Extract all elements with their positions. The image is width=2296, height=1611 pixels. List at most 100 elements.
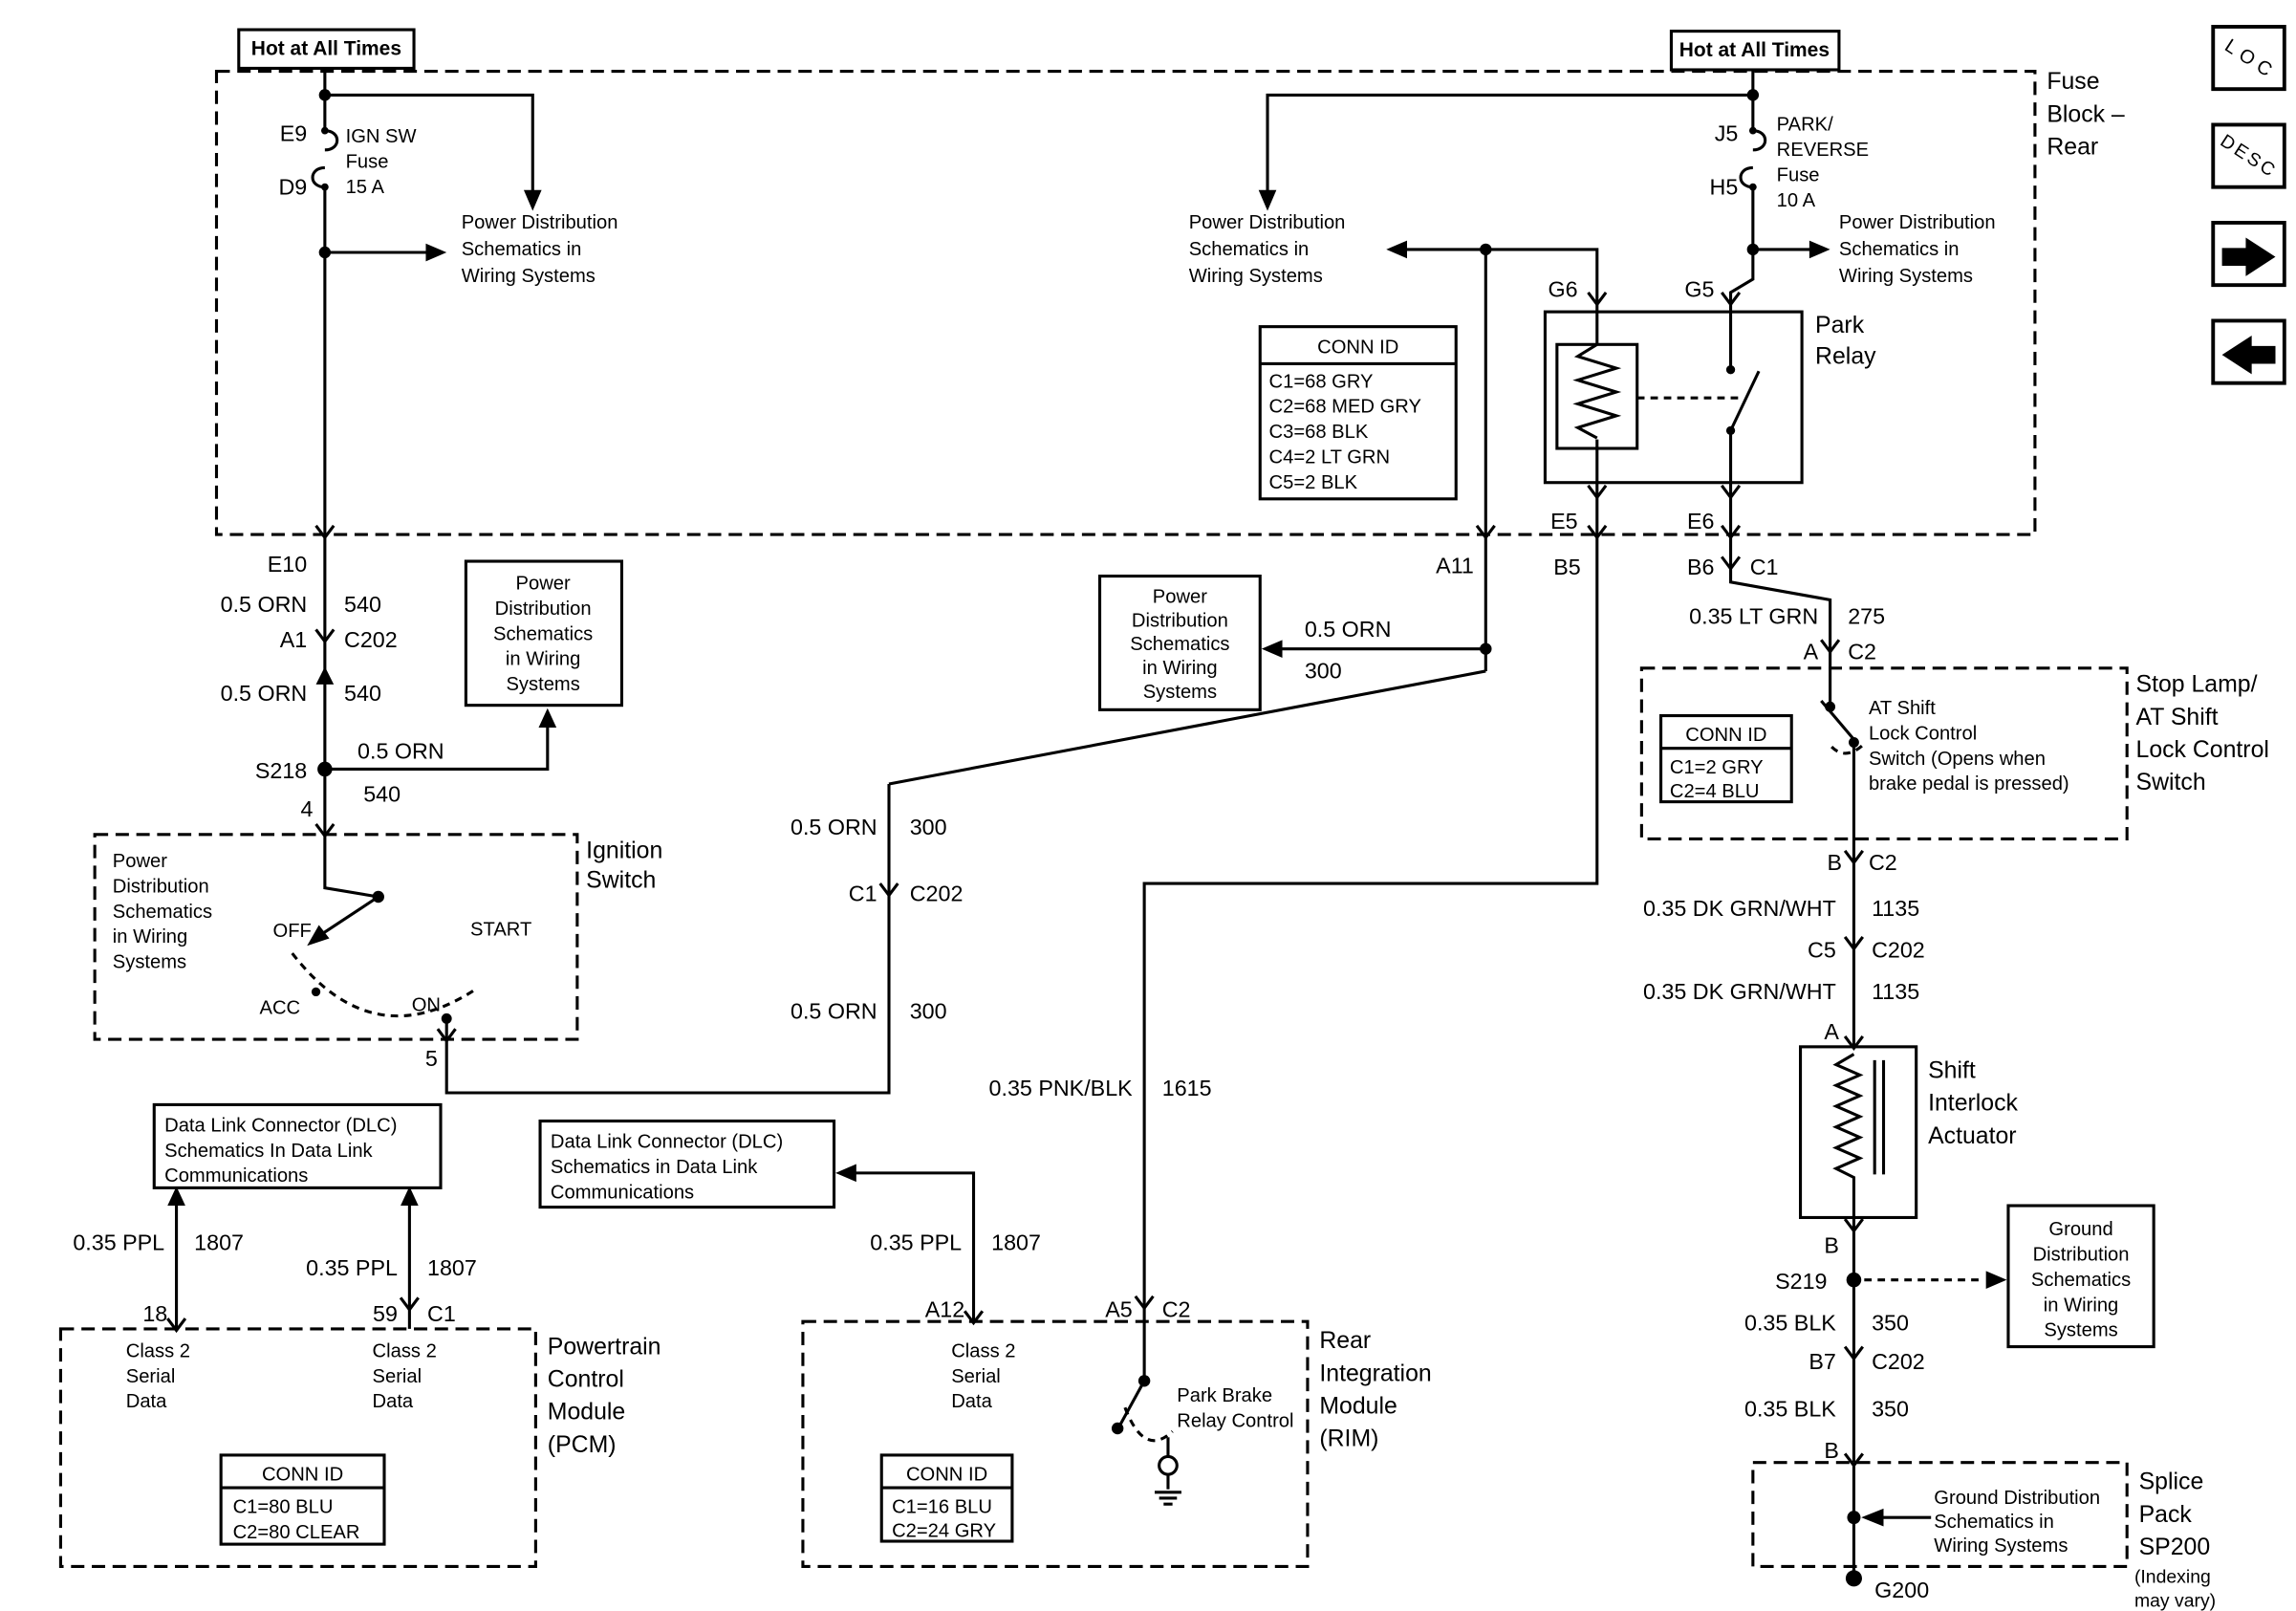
pin-b5: B5 [1553,555,1580,579]
wire-gauge-label: 0.35 PPL [306,1255,398,1280]
ignition-switch-box [93,833,579,1041]
ignition-pos-on: ON [412,995,441,1016]
power-dist-ref-mid-l4: in Wiring [1142,658,1217,679]
stoplamp-desc-l3: Switch (Opens when [1869,749,2046,770]
power-dist-ref-top-mid-1: Power Distribution [1189,212,1346,233]
park-fuse-name-2: REVERSE [1777,140,1869,161]
circuit-number-label: 1807 [194,1230,244,1255]
relay-pin-g6: G6 [1549,277,1578,302]
ground-dist-ref-l3: Schematics [2031,1270,2131,1291]
park-fuse-pin-bottom: H5 [1710,174,1739,199]
stoplamp-title-3: Lock Control [2136,737,2269,763]
park-brake-relay-control-l1: Park Brake [1177,1385,1272,1406]
conn-c1-label: C1 [849,882,877,906]
connector-chevrons [166,292,1865,1469]
rim-box [801,1319,1310,1568]
park-relay-title-1: Park [1815,313,1865,338]
conn-c202-label: C202 [344,627,398,652]
dlc-ref-left-l2: Schematics In Data Link [164,1141,373,1162]
fuse-block-title-3: Rear [2047,135,2098,161]
stoplamp-desc-l1: AT Shift [1869,698,1936,719]
park-relay-title-2: Relay [1815,343,1876,369]
pin-a: A [1824,1019,1839,1044]
park-fuse-pin-top: J5 [1715,121,1739,146]
loc-button[interactable] [2211,25,2286,92]
left-arrow-icon[interactable] [2221,335,2276,375]
park-brake-relay-control-l2: Relay Control [1177,1410,1293,1431]
pcm-box [58,1327,537,1568]
rim-title-2: Integration [1319,1361,1431,1386]
power-dist-ref-box-l5: Systems [506,674,579,695]
shift-interlock-actuator-box [1798,1045,1918,1220]
right-arrow-icon[interactable] [2221,237,2276,276]
wire-gauge-label: 0.35 DK GRN/WHT [1643,896,1836,921]
pin-e10: E10 [268,552,307,577]
ignition-ref-l1: Power [113,851,167,872]
class2-serial-data-l3: Data [951,1391,992,1412]
pin-b6: B6 [1687,555,1714,579]
circuit-number-label: 275 [1848,603,1885,628]
class2-serial-data-l3: Data [373,1391,414,1412]
power-dist-ref-mid-l5: Systems [1143,682,1217,703]
dlc-ref-box-left [152,1102,443,1189]
pin-b: B [1827,850,1842,875]
circuit-number-label: 350 [1872,1310,1909,1335]
power-dist-ref-top-left-1: Power Distribution [462,212,618,233]
pin-b: B [1824,1233,1839,1258]
power-dist-ref-box-left [464,559,624,708]
rim-conn-id-box [879,1453,1014,1543]
actuator-title-2: Interlock [1928,1091,2018,1117]
splice-title-1: Splice [2139,1469,2204,1495]
ign-fuse-name-2: Fuse [346,151,389,172]
stoplamp-switch-box [1639,666,2129,840]
splice-ground-ref-l3: Wiring Systems [1934,1535,2068,1557]
dlc-ref-mid-l3: Communications [551,1182,694,1203]
relay-pin-e6: E6 [1687,509,1714,533]
stoplamp-conn-id-box [1659,713,1793,804]
pin-5: 5 [425,1046,438,1071]
ign-fuse-pin-bottom: D9 [278,174,307,199]
splice-title-4: (Indexing [2134,1566,2211,1587]
arrowheads [167,189,2007,1527]
circuit-number-label: 350 [1872,1397,1909,1422]
power-dist-ref-box-mid [1097,575,1262,711]
relay-pin-e5: E5 [1550,509,1577,533]
pin-a1: A1 [280,627,307,652]
fuse-block-conn-id-row: C1=68 GRY [1269,371,1375,392]
park-fuse-name-1: PARK/ [1777,115,1833,136]
conn-c2-label: C2 [1869,850,1897,875]
power-dist-ref-mid-l2: Distribution [1132,610,1228,631]
class2-serial-data-l2: Serial [126,1366,176,1387]
splice-pack-box [1751,1461,2129,1568]
splice-title-2: Pack [2139,1502,2193,1528]
desc-button[interactable] [2211,122,2286,189]
actuator-title-3: Actuator [1928,1123,2016,1149]
circuit-number-label: 1807 [427,1255,477,1280]
stoplamp-conn-id-row: C1=2 GRY [1670,757,1764,778]
pin-18: 18 [142,1301,167,1326]
rim-conn-id-row: C1=16 BLU [892,1497,992,1518]
wire-gauge-label: 0.5 ORN [221,592,308,617]
park-relay-box [1543,310,1804,485]
pcm-title-4: (PCM) [548,1432,617,1458]
conn-c202-label: C202 [1872,1349,1925,1374]
rim-title-4: (RIM) [1319,1426,1378,1452]
ground-dist-ref-l5: Systems [2044,1320,2117,1341]
stoplamp-conn-id-row: C2=4 BLU [1670,781,1760,802]
fuse-block-conn-id-row: C2=68 MED GRY [1269,397,1422,418]
circuit-number-label: 540 [363,782,401,807]
fuse-block-conn-id-title: CONN ID [1317,337,1398,359]
pcm-conn-id-row: C2=80 CLEAR [233,1522,360,1543]
wire-gauge-label: 0.35 BLK [1744,1397,1836,1422]
conn-c2-label: C2 [1848,640,1876,664]
stoplamp-title-4: Switch [2136,770,2206,795]
dlc-ref-box-mid [538,1119,836,1209]
dlc-ref-mid-l1: Data Link Connector (DLC) [551,1131,783,1152]
nav-buttons: LOC DESC [2211,25,2286,385]
pin-4: 4 [300,796,313,821]
fuse-block-title-2: Block – [2047,101,2125,127]
rim-title-1: Rear [1319,1328,1371,1354]
power-dist-ref-top-right-2: Schematics in [1839,239,1960,260]
pin-b7: B7 [1809,1349,1835,1374]
hot-at-all-times-left: Hot at All Times [251,37,401,59]
